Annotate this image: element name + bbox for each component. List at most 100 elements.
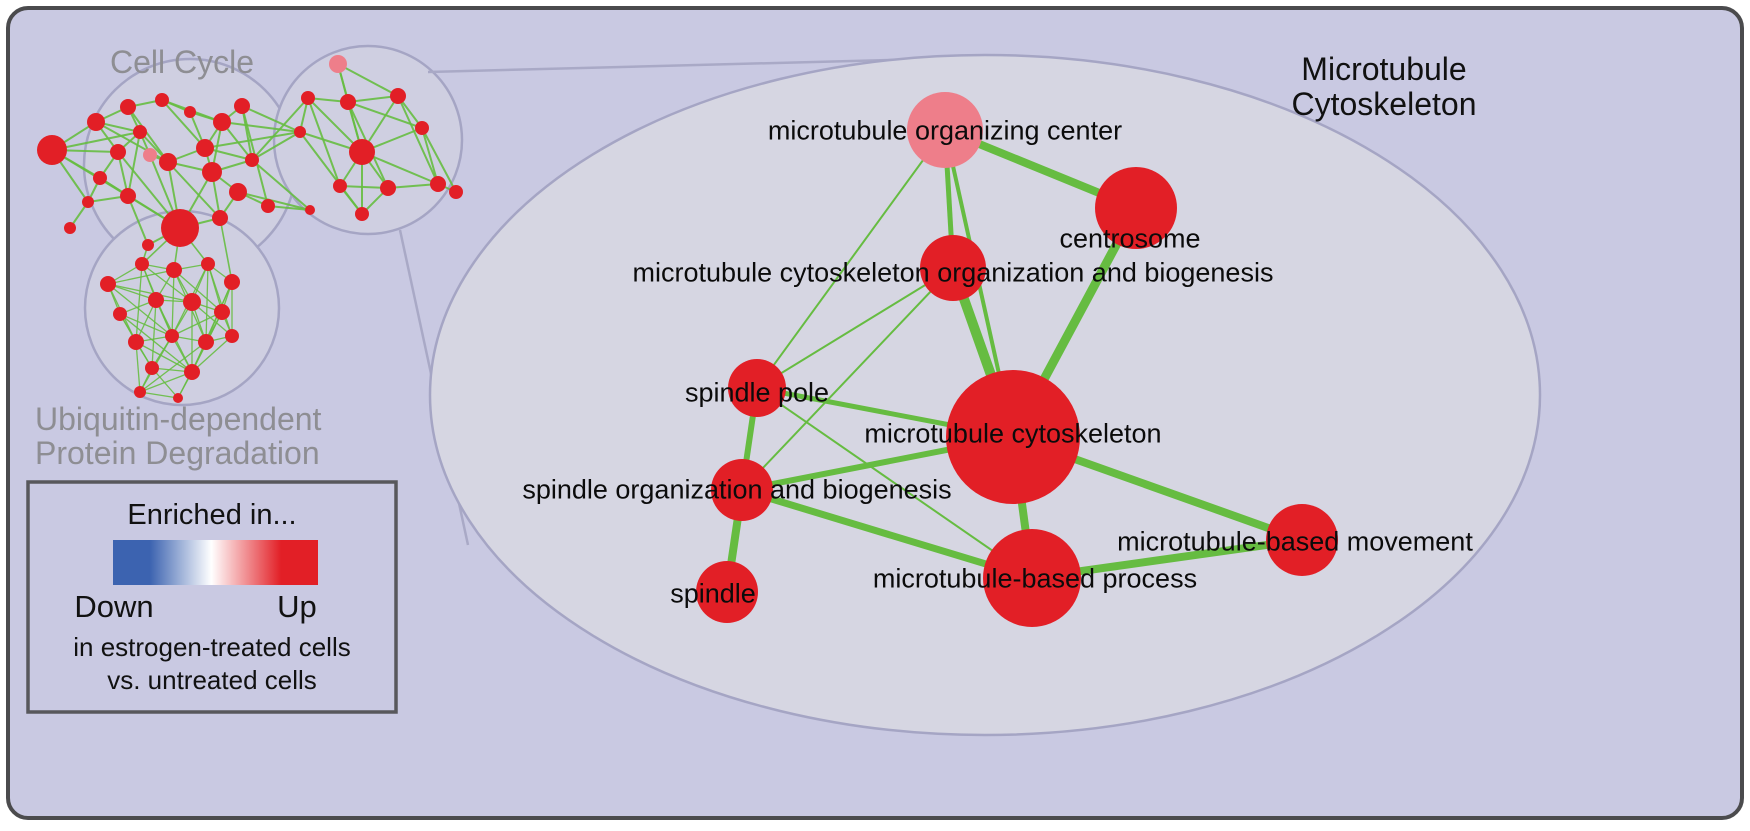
overview-node [261, 199, 275, 213]
legend-box [26, 480, 398, 714]
zoom-node-label-centrosome: centrosome [1059, 223, 1200, 253]
overview-edge [241, 105, 301, 133]
overview-edge [347, 95, 399, 103]
zoom-node-label-microtubule-organizing-center: microtubule organizing center [768, 115, 1122, 145]
overview-node [329, 55, 347, 73]
overview-edge [135, 341, 141, 393]
zoom-node-label-spindle: spindle [670, 578, 756, 608]
legend-title: Enriched in... [127, 499, 296, 531]
overview-node [301, 91, 315, 105]
zoom-node-label-spindle-pole: spindle pole [685, 377, 829, 407]
overview-node [449, 185, 463, 199]
overview-edge [151, 299, 157, 369]
overview-edge [107, 283, 193, 303]
overview-node [196, 139, 214, 157]
overview-node [202, 162, 222, 182]
zoom-node-label-microtubule-cytoskeleton: microtubule cytoskeleton [864, 418, 1161, 448]
overview-node [214, 304, 230, 320]
legend-subtext-line1: in estrogen-treated cells [73, 632, 350, 662]
overview-node [349, 139, 375, 165]
zoom-nodes-layer [696, 92, 1338, 627]
overview-edge [397, 95, 439, 185]
microtubule-cytoskeleton-title-line1: Microtubule [1301, 51, 1466, 87]
overview-node [110, 144, 126, 160]
overview-edge [135, 263, 143, 343]
overview-node [161, 209, 199, 247]
zoom-node-microtubule-cytoskeleton-organization-and-biogenesis [920, 235, 986, 301]
microtubule-cluster-circle [272, 44, 464, 236]
overview-node [113, 307, 127, 321]
overview-edge [191, 335, 233, 373]
overview-node [333, 179, 347, 193]
overview-edge [107, 283, 157, 301]
ubiquitin-label-line2: Protein Degradation [35, 435, 320, 471]
legend-gradient-bar [113, 540, 318, 585]
overview-node [201, 257, 215, 271]
zoom-node-spindle-pole [728, 359, 786, 417]
overview-node [183, 293, 201, 311]
ubiquitin-label-line1: Ubiquitin-dependent [35, 401, 322, 437]
zoom-node-microtubule-cytoskeleton [946, 370, 1080, 504]
overview-edge [337, 63, 399, 97]
overview-node [133, 125, 147, 139]
overview-node [128, 334, 144, 350]
overview-nodes-layer [37, 55, 463, 403]
overview-node [120, 99, 136, 115]
overview-node [184, 106, 196, 118]
zoom-edge [756, 129, 946, 389]
zoom-edge [740, 486, 1034, 582]
overview-edge [267, 205, 311, 211]
overview-node [82, 196, 94, 208]
overview-edge [161, 99, 206, 149]
zoom-node-label-microtubule-cytoskeleton-organization-and-biogenesis: microtubule cytoskeleton organization an… [633, 257, 1274, 287]
overview-edge [251, 131, 301, 161]
overview-node [173, 393, 183, 403]
zoom-node-spindle [696, 561, 758, 623]
overview-node [430, 176, 446, 192]
microtubule-cytoskeleton-title-line2: Cytoskeleton [1292, 86, 1477, 122]
zoom-labels-layer: microtubule organizing center centrosome m… [522, 115, 1473, 608]
overview-node [390, 88, 406, 104]
overview-node [234, 98, 250, 114]
zoom-edge [756, 387, 1033, 579]
overview-node [225, 329, 239, 343]
overview-edge [141, 263, 193, 303]
overview-node [229, 183, 247, 201]
overview-node [37, 135, 67, 165]
zoom-node-label-spindle-organization-and-biogenesis: spindle organization and biogenesis [522, 474, 951, 504]
overview-node [380, 180, 396, 196]
overview-edge [135, 341, 193, 373]
overview-edge [307, 97, 341, 187]
zoom-node-microtubule-based-movement [1266, 504, 1338, 576]
overview-node [93, 171, 107, 185]
overview-edge [421, 127, 439, 185]
overview-edge [237, 191, 311, 211]
overview-edge [251, 97, 309, 161]
zoom-node-label-microtubule-based-process: microtubule-based process [873, 563, 1197, 593]
overview-node [184, 364, 200, 380]
overview-edge [119, 313, 173, 337]
overview-node [143, 148, 157, 162]
overview-node [142, 239, 154, 251]
overview-node [355, 207, 369, 221]
overview-node [159, 153, 177, 171]
zoom-edge [741, 267, 954, 491]
zoom-node-microtubule-organizing-center [907, 92, 983, 168]
zoom-edge [756, 267, 954, 389]
overview-node [87, 113, 105, 131]
overview-edge [173, 269, 223, 313]
overview-node [224, 274, 240, 290]
overview-edge [339, 185, 389, 189]
overview-node [145, 361, 159, 375]
overview-edge [347, 101, 423, 129]
overview-node [213, 113, 231, 131]
overview-node [120, 188, 136, 204]
overview-edge [127, 131, 141, 197]
overview-edge [299, 131, 363, 215]
zoom-node-microtubule-based-process [983, 529, 1081, 627]
overview-node [245, 153, 259, 167]
legend-down-label: Down [74, 589, 153, 624]
overview-node [135, 257, 149, 271]
